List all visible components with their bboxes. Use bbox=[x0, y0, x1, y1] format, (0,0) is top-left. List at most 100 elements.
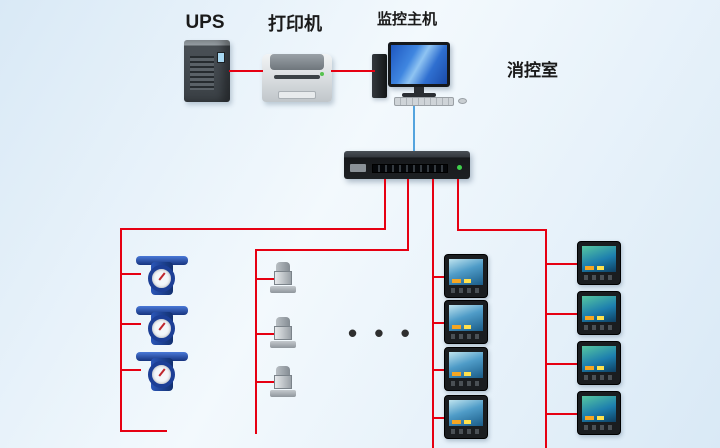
panel-meter-screen bbox=[582, 396, 616, 422]
valve-coil bbox=[274, 271, 292, 285]
stub-meter-c1-1 bbox=[433, 276, 446, 278]
screen-graph-yellow bbox=[464, 420, 471, 424]
feeder-right bbox=[457, 229, 547, 231]
panel-meter bbox=[444, 347, 488, 391]
connector-printer-host bbox=[331, 70, 375, 72]
monitoring-host-label: 监控主机 bbox=[377, 11, 438, 28]
panel-meter-screen bbox=[449, 305, 483, 331]
panel-meter-screen bbox=[582, 346, 616, 372]
ups-device bbox=[184, 40, 230, 102]
bus-drop-1 bbox=[384, 179, 386, 230]
panel-meter-buttons bbox=[584, 425, 614, 430]
stub-water-meter-2 bbox=[121, 323, 141, 325]
screen-graph-orange bbox=[585, 266, 594, 270]
valve-base bbox=[270, 286, 296, 293]
riser-valves bbox=[255, 249, 257, 434]
ups-vents bbox=[190, 56, 214, 90]
host-monitor bbox=[388, 42, 450, 87]
screen-graph-orange bbox=[452, 372, 461, 376]
water-meter-pipe bbox=[136, 352, 188, 361]
stub-meter-c1-2 bbox=[433, 322, 446, 324]
stub-valve-2 bbox=[256, 333, 274, 335]
printer-status-led bbox=[320, 72, 324, 76]
panel-meter bbox=[577, 341, 621, 385]
screen-graph-orange bbox=[585, 366, 594, 370]
bus-drop-2 bbox=[407, 179, 409, 251]
riser-meters-right bbox=[545, 229, 547, 448]
printer-label: 打印机 bbox=[268, 14, 322, 34]
water-meter-needle bbox=[158, 368, 166, 377]
water-meter-pipe bbox=[136, 256, 188, 265]
feeder-left bbox=[120, 228, 386, 230]
panel-meter-screen bbox=[449, 259, 483, 285]
host-mouse bbox=[458, 98, 467, 104]
valve-cap bbox=[276, 317, 290, 327]
valve-cap bbox=[276, 366, 290, 376]
monitor-base bbox=[402, 93, 436, 97]
panel-meter-screen bbox=[449, 400, 483, 426]
valve-coil bbox=[274, 375, 292, 389]
ups-display bbox=[217, 52, 225, 63]
stub-meter-c2-4 bbox=[546, 413, 579, 415]
valve-base bbox=[270, 390, 296, 397]
screen-graph-yellow bbox=[597, 266, 604, 270]
host-monitor-screen bbox=[391, 45, 447, 84]
panel-meter bbox=[577, 241, 621, 285]
stub-valve-1 bbox=[256, 278, 274, 280]
screen-graph-orange bbox=[452, 325, 461, 329]
panel-meter-buttons bbox=[584, 325, 614, 330]
panel-meter-buttons bbox=[451, 429, 481, 434]
stub-meter-c2-3 bbox=[546, 363, 579, 365]
water-meter bbox=[136, 252, 188, 298]
bus-drop-3 bbox=[432, 179, 434, 448]
printer-paper-tray bbox=[278, 91, 316, 99]
panel-meter-screen bbox=[582, 296, 616, 322]
connector-ups-printer bbox=[229, 70, 263, 72]
switch-brand-badge bbox=[350, 164, 366, 172]
more-devices-ellipsis: • • • bbox=[348, 318, 415, 348]
screen-graph-orange bbox=[585, 416, 594, 420]
water-meter-needle bbox=[158, 272, 166, 281]
feeder-middle bbox=[255, 249, 409, 251]
printer-device bbox=[262, 54, 332, 102]
host-keyboard bbox=[394, 97, 454, 106]
water-meter bbox=[136, 348, 188, 394]
stub-meter-c1-3 bbox=[433, 369, 446, 371]
water-meter-needle bbox=[158, 322, 166, 331]
valve-base bbox=[270, 341, 296, 348]
water-meter-dial bbox=[148, 265, 175, 292]
screen-graph-yellow bbox=[597, 416, 604, 420]
panel-meter-screen bbox=[449, 352, 483, 378]
panel-meter bbox=[444, 395, 488, 439]
riser-bottom-stub bbox=[120, 430, 167, 432]
switch-ports bbox=[372, 164, 448, 173]
panel-meter bbox=[444, 254, 488, 298]
screen-graph-orange bbox=[452, 279, 461, 283]
stub-meter-c2-1 bbox=[546, 263, 579, 265]
valve-coil bbox=[274, 326, 292, 340]
panel-meter-buttons bbox=[451, 288, 481, 293]
screen-graph-orange bbox=[585, 316, 594, 320]
stub-valve-3 bbox=[256, 381, 274, 383]
stub-water-meter-3 bbox=[121, 369, 141, 371]
bus-drop-4 bbox=[457, 179, 459, 231]
screen-graph-yellow bbox=[597, 366, 604, 370]
switch-status-led bbox=[457, 165, 462, 170]
connector-host-switch bbox=[413, 106, 415, 151]
panel-meter bbox=[444, 300, 488, 344]
panel-meter-buttons bbox=[584, 275, 614, 280]
monitor-neck bbox=[414, 87, 424, 94]
stub-water-meter-1 bbox=[121, 273, 141, 275]
water-meter-pipe bbox=[136, 306, 188, 315]
panel-meter-buttons bbox=[584, 375, 614, 380]
data-switch-device bbox=[344, 151, 470, 179]
panel-meter-buttons bbox=[451, 334, 481, 339]
panel-meter bbox=[577, 391, 621, 435]
screen-graph-yellow bbox=[464, 279, 471, 283]
stub-meter-c1-4 bbox=[433, 417, 446, 419]
panel-meter-buttons bbox=[451, 381, 481, 386]
valve-sensor bbox=[270, 366, 296, 397]
riser-water-meters bbox=[120, 228, 122, 432]
screen-graph-yellow bbox=[464, 372, 471, 376]
